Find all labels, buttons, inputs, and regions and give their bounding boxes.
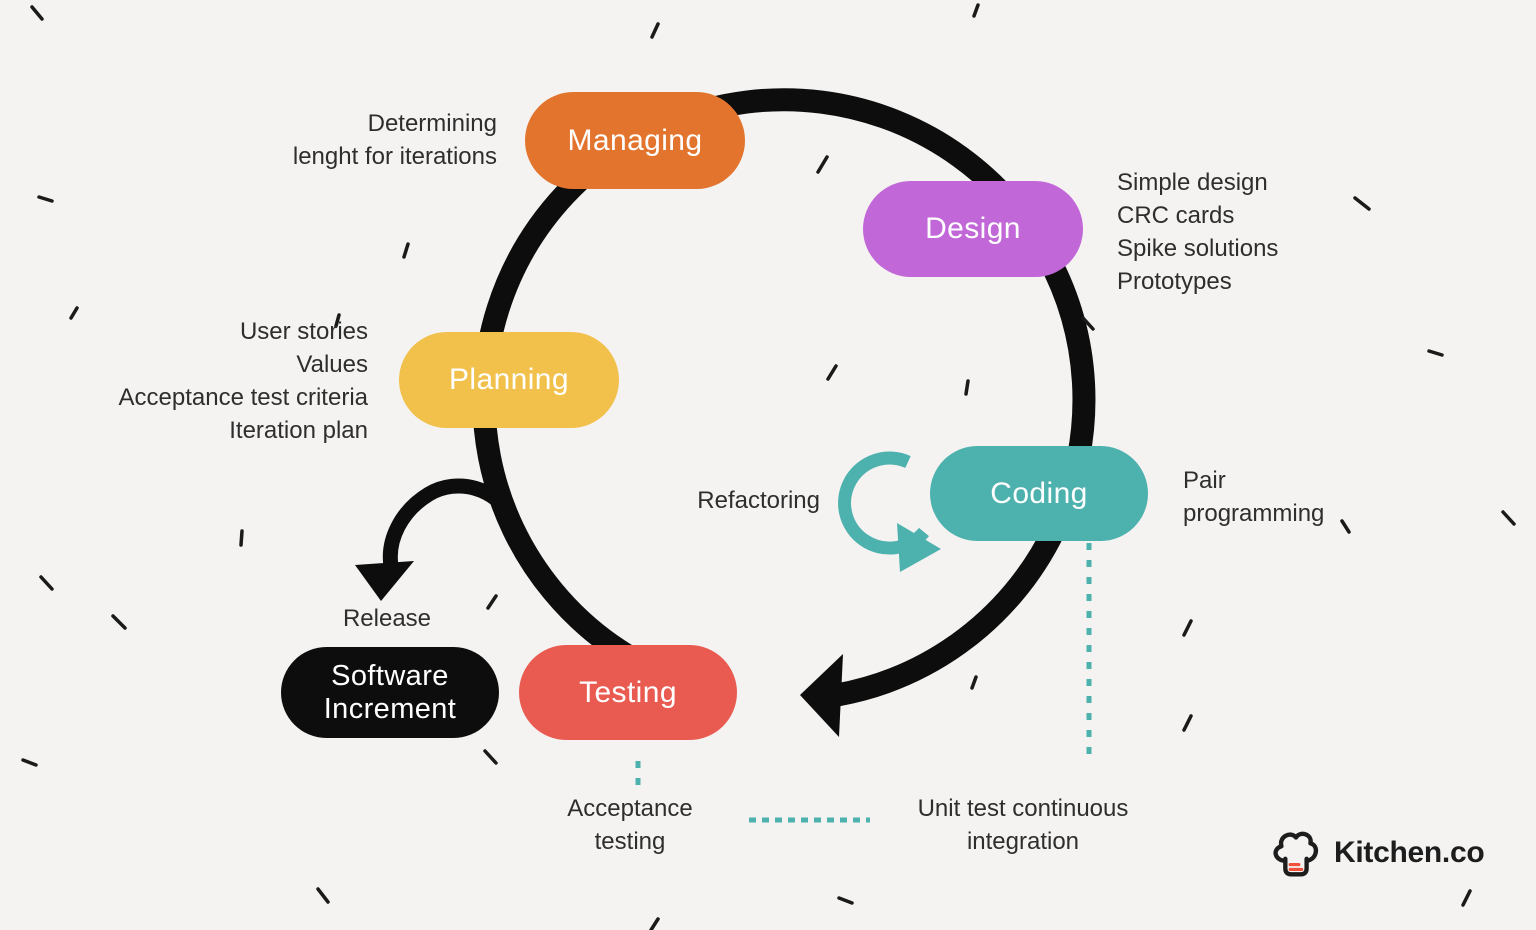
- speck: [21, 758, 38, 767]
- note-planning: User stories Values Acceptance test crit…: [118, 318, 368, 444]
- chef-hat-band: [1283, 856, 1309, 877]
- logo-text: Kitchen.co: [1334, 836, 1485, 869]
- speck: [239, 529, 244, 547]
- note-acceptance-testing: Acceptance testing: [567, 795, 693, 855]
- speck: [972, 3, 980, 18]
- note-refactoring: Refactoring: [697, 487, 820, 514]
- speck: [1182, 619, 1193, 637]
- release-arrow-curve: [382, 478, 519, 568]
- chef-hat-dome: [1273, 831, 1319, 863]
- note-pair-programming: Pair programming: [1183, 467, 1325, 527]
- speck: [111, 614, 127, 630]
- note-design: Simple design CRC cards Spike solutions …: [1117, 169, 1279, 295]
- decorative-specks: [21, 3, 1516, 930]
- kitchen-logo: Kitchen.co: [1266, 824, 1485, 882]
- speck: [483, 749, 498, 765]
- cycle-arrowhead-icon: [800, 654, 843, 737]
- speck: [826, 364, 838, 381]
- speck: [1461, 889, 1472, 907]
- speck: [39, 575, 54, 591]
- speck: [1501, 510, 1516, 526]
- chef-hat-icon: [1273, 831, 1319, 877]
- speck: [837, 896, 854, 905]
- speck: [486, 594, 498, 610]
- speck: [1427, 349, 1444, 357]
- speck: [1182, 714, 1193, 732]
- speck: [316, 887, 330, 904]
- speck: [37, 195, 54, 203]
- stage-pill-design: Design: [863, 181, 1083, 277]
- note-unit-test: Unit test continuous integration: [917, 795, 1129, 855]
- stage-pill-testing: Testing: [519, 645, 737, 740]
- speck: [402, 242, 410, 259]
- stage-pill-planning: Planning: [399, 332, 619, 428]
- speck: [649, 917, 660, 930]
- stage-pill-coding: Coding: [930, 446, 1148, 541]
- stage-pill-software-increment: Software Increment: [281, 647, 499, 738]
- speck: [69, 306, 79, 320]
- speck: [964, 379, 970, 396]
- speck: [1353, 196, 1371, 211]
- speck: [30, 5, 44, 21]
- refactoring-loop-arrowhead-icon: [897, 523, 941, 572]
- speck: [1340, 519, 1351, 534]
- note-release: Release: [342, 605, 432, 632]
- speck: [816, 155, 829, 174]
- stage-pill-managing: Managing: [525, 92, 745, 189]
- speck: [650, 22, 660, 39]
- release-arrowhead-icon: [355, 561, 414, 601]
- speck: [970, 675, 978, 690]
- speck: [334, 313, 341, 328]
- note-managing: Determining lenght for iterations: [292, 110, 497, 170]
- speck: [1081, 316, 1095, 331]
